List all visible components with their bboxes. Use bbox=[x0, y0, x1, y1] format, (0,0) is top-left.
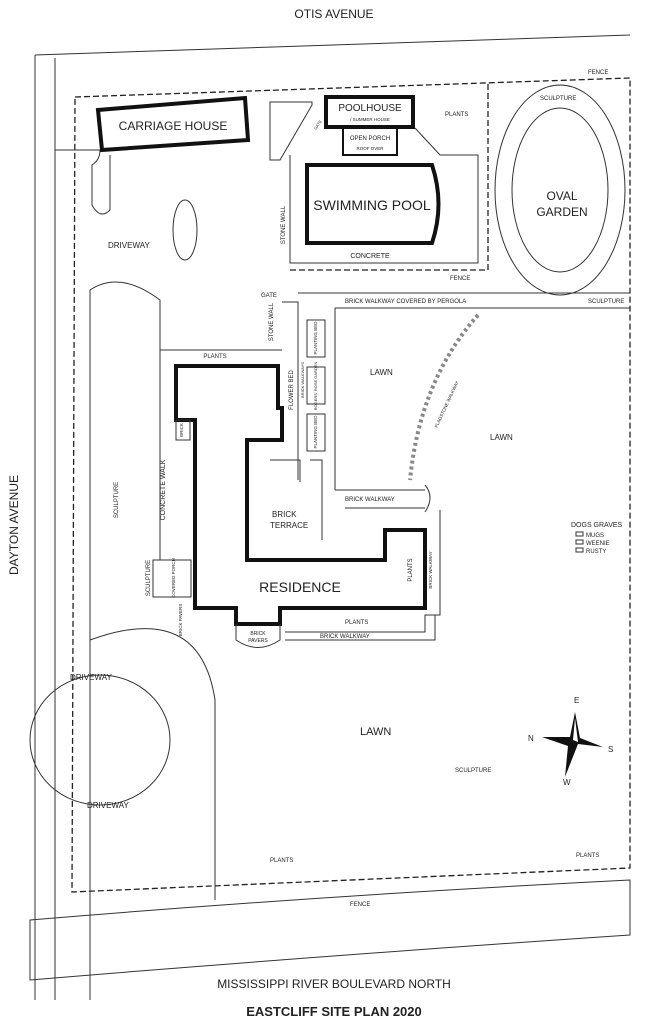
label-brick-pavers-1: BRICK bbox=[250, 631, 266, 637]
label-plants-bottom-mid: PLANTS bbox=[270, 858, 293, 864]
dogs-graves-heading: DOGS GRAVES bbox=[571, 522, 623, 529]
label-lawn-top: LAWN bbox=[370, 368, 393, 377]
label-gate-top: GATE bbox=[313, 119, 323, 131]
label-sculpture-lawn: SCULPTURE bbox=[455, 768, 491, 774]
rose-garden bbox=[306, 366, 326, 405]
label-plants-wall: PLANTS bbox=[203, 354, 226, 360]
outbuilding bbox=[269, 101, 313, 161]
label-fence-top: FENCE bbox=[588, 70, 608, 76]
dog-grave-rusty: RUSTY bbox=[586, 549, 606, 555]
label-driveway-bottom: DRIVEWAY bbox=[87, 801, 129, 810]
driveway-loop bbox=[89, 281, 216, 1000]
label-carriage-house: CARRIAGE HOUSE bbox=[119, 119, 228, 133]
driveway-island bbox=[172, 199, 198, 261]
label-plants-side: PLANTS bbox=[408, 558, 414, 581]
brick-entry bbox=[175, 419, 191, 441]
street-dayton-avenue: DAYTON AVENUE bbox=[7, 475, 21, 575]
property-fence bbox=[71, 77, 631, 893]
label-sculpture-left: SCULPTURE bbox=[114, 482, 120, 518]
road-edge-north bbox=[34, 34, 631, 56]
label-brick-walkway-mid: BRICK WALKWAY bbox=[345, 497, 395, 503]
compass-w: W bbox=[563, 778, 571, 787]
brick-pavers bbox=[235, 624, 281, 648]
street-mississippi-river-blvd: MISSISSIPPI RIVER BOULEVARD NORTH bbox=[217, 977, 451, 991]
label-brick: BRICK bbox=[179, 423, 184, 437]
label-roof-over: ROOF OVER bbox=[356, 146, 384, 151]
open-porch bbox=[342, 126, 398, 156]
label-brick-pavers-2: PAVERS bbox=[248, 638, 268, 644]
road-edge-west bbox=[34, 55, 56, 1000]
label-brick-walkway-side: BRICK WALKWAY bbox=[428, 551, 433, 588]
grave-marker-icon bbox=[575, 531, 584, 537]
plan-title: EASTCLIFF SITE PLAN 2020 bbox=[246, 1004, 422, 1019]
oval-garden-outer bbox=[494, 84, 626, 296]
label-brick-walkway-bottom: BRICK WALKWAY bbox=[320, 634, 370, 640]
compass-rose-icon bbox=[542, 712, 603, 777]
label-sculpture-top: SCULPTURE bbox=[540, 96, 576, 102]
label-concrete-walk: CONCRETE WALK bbox=[160, 459, 167, 520]
label-brick-walkways: BRICK WALKWAYS bbox=[300, 362, 305, 398]
driveway-circle bbox=[29, 674, 171, 806]
label-brick-terrace-1: BRICK bbox=[272, 510, 297, 519]
swimming-pool bbox=[305, 163, 441, 245]
oval-garden-inner bbox=[511, 107, 609, 273]
poolhouse bbox=[324, 95, 415, 129]
label-rose-garden: ROGERS' ROSE GARDEN bbox=[313, 362, 318, 411]
covered-porch bbox=[152, 559, 192, 598]
label-covered-porch: COVERED PORCH bbox=[171, 558, 176, 598]
dog-grave-weenie: WEENIE bbox=[586, 541, 610, 547]
planting-bed-1 bbox=[306, 319, 326, 358]
label-swimming-pool: SWIMMING POOL bbox=[313, 197, 431, 213]
label-driveway-mid: DRIVEWAY bbox=[70, 673, 112, 682]
label-stone-wall-top: STONE WALL bbox=[281, 205, 287, 244]
dog-grave-mugs: MUGS bbox=[586, 533, 604, 539]
label-planting-bed-1: PLANTING BED bbox=[313, 321, 318, 355]
label-gate: GATE bbox=[261, 293, 277, 299]
label-brick-terrace-2: TERRACE bbox=[270, 521, 308, 530]
label-concrete: CONCRETE bbox=[350, 253, 390, 260]
residence bbox=[174, 364, 427, 626]
label-lawn-bottom: LAWN bbox=[360, 726, 391, 738]
brick-walkway bbox=[270, 459, 425, 540]
label-fence-pool: FENCE bbox=[450, 276, 470, 282]
label-fence-bottom: FENCE bbox=[350, 902, 370, 908]
compass-s: S bbox=[608, 745, 613, 754]
label-sculpture-right: SCULPTURE bbox=[588, 299, 624, 305]
carriage-house bbox=[95, 95, 251, 153]
stone-wall bbox=[160, 301, 299, 480]
label-driveway-top: DRIVEWAY bbox=[108, 241, 150, 250]
label-open-porch: OPEN PORCH bbox=[350, 136, 390, 142]
label-planting-bed-2: PLANTING BED bbox=[313, 415, 318, 449]
street-otis-avenue: OTIS AVENUE bbox=[294, 7, 373, 21]
label-plants-bottom-right: PLANTS bbox=[576, 853, 599, 859]
label-oval: OVAL bbox=[546, 189, 577, 203]
label-flower-bed: FLOWER BED bbox=[289, 369, 295, 409]
flagstone-walkway bbox=[408, 313, 480, 481]
grave-marker-icon bbox=[575, 547, 584, 553]
label-stone-wall-mid: STONE WALL bbox=[269, 302, 275, 341]
label-sculpture-porch: SCULPTURE bbox=[146, 560, 152, 596]
label-plants-pool: PLANTS bbox=[445, 112, 468, 118]
label-plants-residence: PLANTS bbox=[345, 620, 368, 626]
compass-e: E bbox=[574, 696, 579, 705]
planting-bed-2 bbox=[306, 413, 326, 452]
compass-n: N bbox=[528, 734, 534, 743]
label-summer-house: / SUMMER HOUSE bbox=[350, 117, 390, 122]
label-lawn-right: LAWN bbox=[490, 433, 513, 442]
pergola-walkway bbox=[298, 292, 630, 490]
label-garden: GARDEN bbox=[536, 205, 587, 219]
label-residence: RESIDENCE bbox=[259, 579, 341, 595]
driveway-entry bbox=[55, 149, 111, 215]
pool-fence bbox=[290, 83, 489, 271]
label-flagstone: FLAGSTONE WALKWAY bbox=[434, 380, 460, 428]
walkway-steps bbox=[424, 484, 431, 513]
label-brick-pavers-side: BRICK PAVERS bbox=[178, 604, 183, 637]
road-south bbox=[29, 879, 631, 981]
label-pergola: BRICK WALKWAY COVERED BY PERGOLA bbox=[345, 299, 466, 305]
brick-walkway-perimeter bbox=[285, 510, 441, 641]
label-poolhouse: POOLHOUSE bbox=[338, 103, 402, 114]
pool-deck bbox=[289, 127, 479, 264]
grave-marker-icon bbox=[575, 539, 584, 545]
